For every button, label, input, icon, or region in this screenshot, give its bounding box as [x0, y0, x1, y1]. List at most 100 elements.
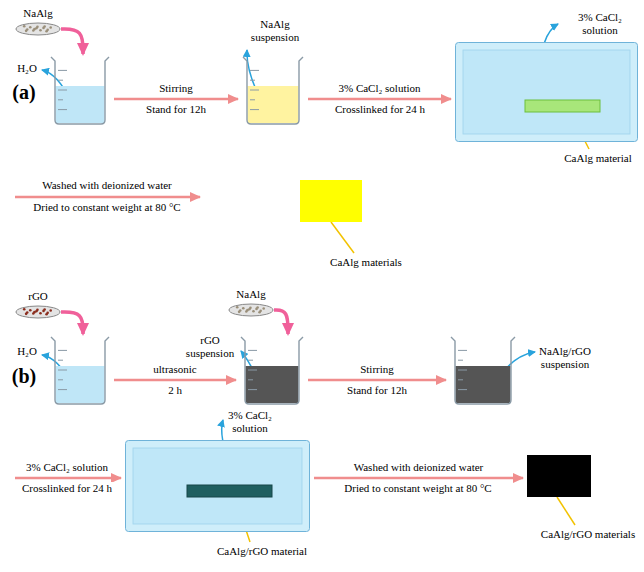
- shape-drawing: [242, 55, 304, 125]
- crosslinking-tray: 3% CaCl₂ solutionCaAlg/rGO material: [125, 440, 310, 532]
- graduation-mark: [458, 370, 467, 371]
- beaker-liquid: [456, 366, 511, 403]
- dish-grain: [245, 310, 248, 313]
- material-label: rGO suspension: [182, 334, 238, 360]
- graduation-mark: [58, 360, 63, 361]
- shape-drawing: [527, 455, 591, 497]
- dish-grain: [42, 310, 45, 313]
- step-label: Stand for 12h: [145, 103, 207, 116]
- dish-grain: [39, 29, 42, 32]
- graduation-mark: [248, 379, 253, 380]
- tray-outline: [126, 441, 310, 532]
- graduation-mark: [58, 109, 67, 110]
- product-sample: CaAlg materials: [300, 180, 362, 222]
- graduation-mark: [250, 109, 259, 110]
- graduation-mark: [248, 370, 257, 371]
- material-label: CaAlg materials: [330, 256, 402, 269]
- product-sample: CaAlg/rGO materials: [527, 455, 591, 497]
- material-label: NaAlg: [23, 7, 52, 20]
- graduation-mark: [248, 360, 253, 361]
- dish-outline: [229, 304, 273, 316]
- shape-drawing: [15, 305, 61, 319]
- beaker-outline: [451, 337, 515, 404]
- dish-grain: [39, 312, 42, 315]
- shape-drawing: [125, 440, 310, 532]
- dish-grain: [29, 309, 32, 312]
- process-arrow: [15, 477, 121, 480]
- graduation-mark: [458, 360, 463, 361]
- graduation-mark: [458, 350, 467, 351]
- material-label: CaAlg material: [564, 152, 632, 165]
- beaker-liquid: [248, 86, 299, 123]
- process-arrow: [114, 379, 236, 382]
- process-arrow: [308, 379, 446, 382]
- material-label: NaAlg: [236, 288, 265, 301]
- material-label: 3% CaCl₂ solution: [215, 409, 285, 435]
- shape-drawing: [15, 22, 61, 36]
- gel-film: [187, 485, 272, 497]
- dish-grain: [25, 30, 28, 33]
- panel-label: (b): [11, 364, 37, 388]
- step-label: Dried to constant weight at 80 °C: [32, 201, 181, 214]
- material-label: H₂O: [17, 345, 37, 358]
- step-label: ultrasonic: [152, 363, 197, 376]
- graduation-mark: [250, 80, 255, 81]
- addition-arrow: [274, 310, 288, 334]
- step-label: Crosslinked for 24 h: [334, 103, 426, 116]
- dish-grain: [35, 27, 38, 30]
- material-label: CaAlg/rGO material: [217, 545, 307, 558]
- dish-grain: [49, 309, 52, 312]
- reagent-dish: NaAlg: [15, 22, 61, 36]
- dish-outline: [16, 23, 60, 35]
- dish-grain: [23, 308, 26, 311]
- step-label: Crosslinked for 24 h: [21, 482, 113, 495]
- addition-arrow: [61, 312, 83, 334]
- graduation-mark: [250, 99, 255, 100]
- graduation-mark: [58, 90, 67, 91]
- dish-grain: [236, 306, 239, 309]
- tray-solution: [133, 448, 302, 524]
- tray-solution: [463, 50, 630, 134]
- beaker-liquid: [56, 86, 105, 123]
- leader-line: [557, 497, 575, 525]
- step-label: 3% CaCl₂ solution: [337, 82, 421, 95]
- leader-line: [331, 222, 354, 253]
- sample-square: [300, 180, 362, 222]
- process-arrow: [314, 477, 523, 480]
- step-label: 2 h: [167, 384, 183, 397]
- step-label: Washed with deionized water: [41, 179, 173, 192]
- dish-grain: [252, 310, 255, 313]
- dish-grain: [25, 313, 28, 316]
- graduation-mark: [58, 370, 67, 371]
- material-label: H₂O: [17, 62, 37, 75]
- beaker: NaAlg/rGO suspension: [450, 335, 516, 405]
- dish-outline: [16, 306, 60, 318]
- shape-drawing: [50, 335, 110, 405]
- material-label: CaAlg/rGO materials: [541, 528, 635, 541]
- gel-film: [525, 100, 600, 112]
- graduation-mark: [58, 70, 67, 71]
- beaker: NaAlg suspension: [242, 55, 304, 125]
- sample-square: [527, 455, 591, 497]
- dish-grain: [255, 308, 258, 311]
- graduation-mark: [58, 379, 63, 380]
- graduation-mark: [250, 90, 259, 91]
- graduation-mark: [58, 350, 67, 351]
- beaker-outline: [51, 337, 109, 404]
- crosslinking-tray: 3% CaCl₂ solutionCaAlg material: [455, 42, 638, 142]
- process-arrow: [308, 98, 451, 101]
- dish-grain: [262, 307, 265, 310]
- dish-grain: [49, 26, 52, 29]
- beaker-liquid: [56, 366, 105, 403]
- graduation-mark: [458, 379, 463, 380]
- graduation-mark: [248, 389, 257, 390]
- graduation-mark: [58, 99, 63, 100]
- beaker: H₂O: [50, 335, 110, 405]
- graduation-mark: [248, 350, 257, 351]
- reagent-dish: NaAlg: [228, 303, 274, 317]
- dish-grain: [238, 311, 241, 314]
- step-label: Washed with deionized water: [353, 461, 485, 474]
- material-label: rGO: [28, 290, 48, 303]
- dish-grain: [35, 310, 38, 313]
- material-label: NaAlg suspension: [244, 18, 306, 44]
